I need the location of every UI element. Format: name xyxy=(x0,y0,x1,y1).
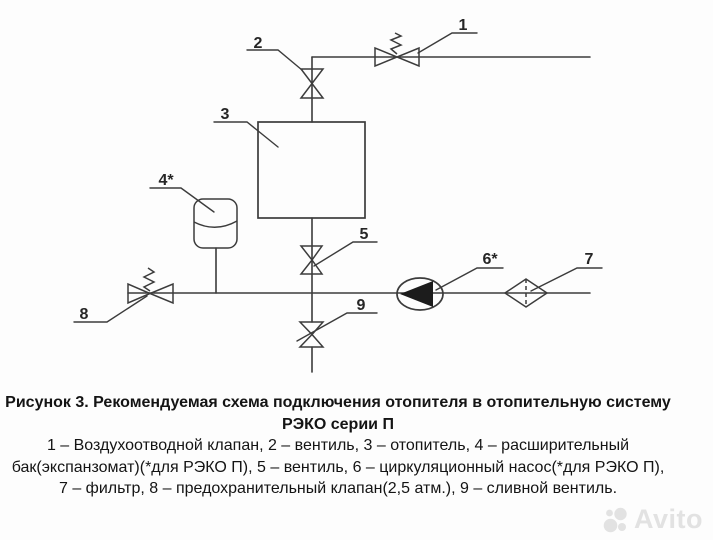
callout-9-leader xyxy=(296,312,378,342)
callout-5-leader xyxy=(313,241,378,267)
callout-1-label: 1 xyxy=(459,17,468,34)
caption-title-line1: Рисунок 3. Рекомендуемая схема подключен… xyxy=(5,394,671,411)
piping-diagram: 1 2 3 4* 5 6* 7 8 9 xyxy=(73,17,603,373)
caption-title-line2: РЭКО серии П xyxy=(282,415,394,433)
valve-2-symbol xyxy=(299,68,325,99)
expansion-tank-symbol xyxy=(193,198,238,249)
callout-3-label: 3 xyxy=(221,106,230,123)
avito-logo-icon xyxy=(603,507,627,533)
valve-5-symbol xyxy=(299,245,324,275)
callout-9-label: 9 xyxy=(357,297,366,314)
filter-symbol xyxy=(503,278,549,308)
callout-3-leader xyxy=(213,121,279,148)
spring-icon xyxy=(389,32,403,55)
tank-diaphragm xyxy=(193,220,238,228)
caption-legend-line3: 7 – фильтр, 8 – предохранительный клапан… xyxy=(58,480,618,497)
callout-4-label: 4* xyxy=(158,172,174,189)
callout-7-label: 7 xyxy=(585,251,594,268)
callout-5-label: 5 xyxy=(360,226,369,243)
spring-icon xyxy=(142,267,156,292)
callout-8-label: 8 xyxy=(80,306,89,323)
air-vent-valve-symbol xyxy=(374,32,420,68)
pump-impeller-triangle xyxy=(400,281,433,307)
callout-2-label: 2 xyxy=(254,35,263,52)
heater-box xyxy=(257,121,366,219)
avito-watermark: Avito xyxy=(603,506,703,533)
pump-symbol xyxy=(396,277,444,311)
safety-valve-symbol xyxy=(127,267,174,305)
avito-watermark-text: Avito xyxy=(634,504,703,534)
drain-valve-symbol xyxy=(298,321,325,348)
callout-6-leader xyxy=(435,267,504,291)
callout-1-leader xyxy=(417,32,478,54)
callout-2-leader xyxy=(246,49,303,71)
caption-legend-line1: 1 – Воздухоотводной клапан, 2 – вентиль,… xyxy=(46,437,630,454)
figure-caption: Рисунок 3. Рекомендуемая схема подключен… xyxy=(0,392,676,500)
callout-4-leader xyxy=(149,187,215,213)
callout-8-leader xyxy=(73,295,148,323)
caption-legend-line2: бак(экспанзомат)(*для РЭКО П), 5 – венти… xyxy=(11,458,665,476)
callout-6-label: 6* xyxy=(482,251,498,268)
callout-7-leader xyxy=(530,267,603,292)
